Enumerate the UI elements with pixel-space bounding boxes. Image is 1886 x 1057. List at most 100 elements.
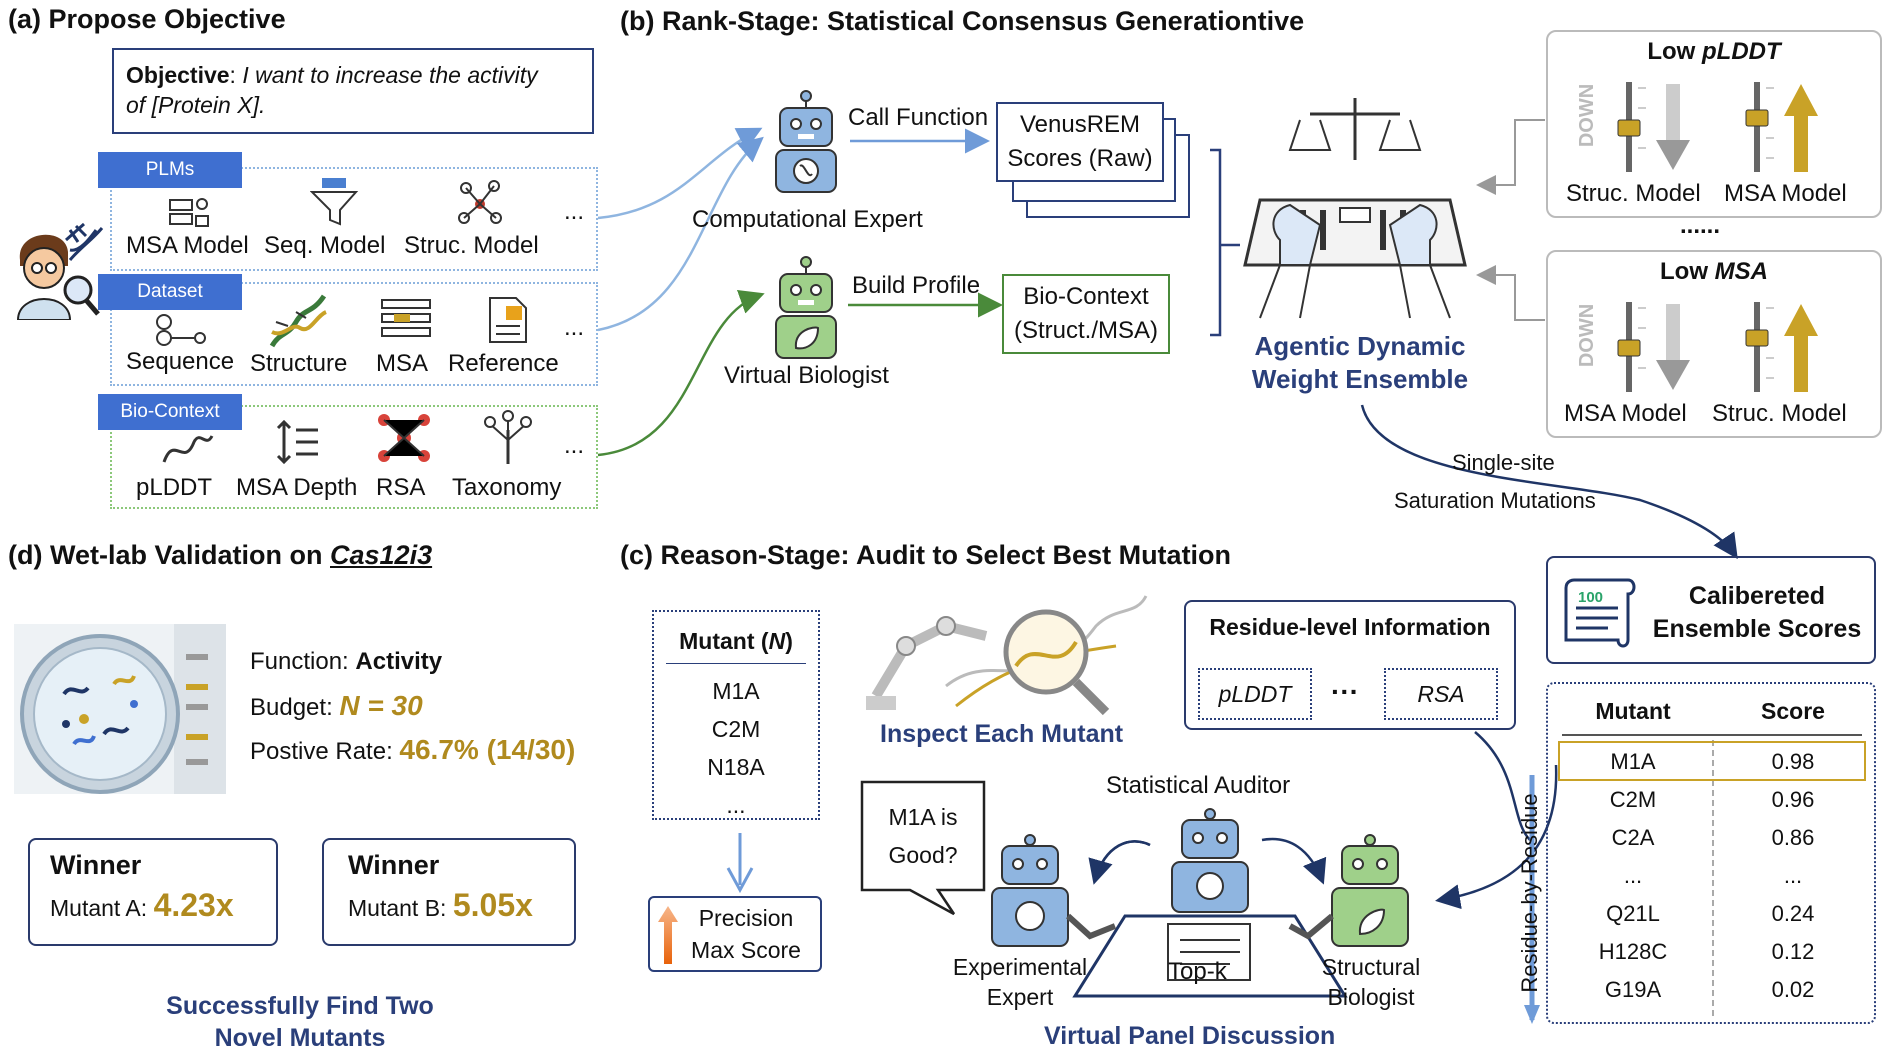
ensemble-line1: Agentic Dynamic xyxy=(1254,331,1466,361)
objective-label: Objective xyxy=(126,62,230,88)
winner-b-value: 5.05x xyxy=(452,887,533,923)
down-label-2-wrap: DOWN xyxy=(1576,292,1606,382)
function-value: Activity xyxy=(355,648,443,675)
bio-item-taxonomy: Taxonomy xyxy=(452,474,562,501)
low-msa-panel: Low MSA xyxy=(1546,250,1882,438)
experimental-expert-line2: Expert xyxy=(986,984,1054,1010)
structure-icon xyxy=(269,294,327,348)
table-row: H128C 0.12 xyxy=(1558,934,1868,970)
row-score: ... xyxy=(1783,863,1803,888)
row-score: 0.02 xyxy=(1771,977,1815,1002)
mutant-header-prefix: Mutant ( xyxy=(679,628,769,654)
funnel-icon xyxy=(310,178,359,226)
row-mutant: G19A xyxy=(1604,977,1662,1002)
table-row: M1A 0.98 xyxy=(1558,744,1868,780)
row-mutant: C2A xyxy=(1611,825,1655,850)
mutant-list-header: Mutant (N) xyxy=(654,628,818,655)
residue-plddt-chip: pLDDT xyxy=(1198,668,1312,720)
dataset-item-sequence: Sequence xyxy=(126,348,235,375)
calibrated-scores-header: 100 Calibereted Ensemble Scores xyxy=(1546,556,1876,664)
panel-discussion-scene xyxy=(991,808,1409,998)
table-row-highlight xyxy=(1558,741,1866,781)
venus-line1: VenusREM xyxy=(1019,111,1141,138)
scroll-icon-text: 100 xyxy=(1578,589,1603,606)
scientist-icon xyxy=(16,222,100,320)
row-mutant: C2M xyxy=(1609,787,1657,812)
rate-label: Postive Rate: xyxy=(250,738,400,765)
budget-label: Budget: xyxy=(250,694,340,721)
row-mutant: Q21L xyxy=(1606,901,1660,926)
residue-by-residue-label: Residue-by-Residue xyxy=(1517,793,1542,993)
plms-item-msa-model: MSA Model xyxy=(126,232,249,259)
dataset-more: ... xyxy=(564,314,585,341)
scores-title-line2: Ensemble Scores xyxy=(1652,615,1862,643)
residue-rsa-chip: RSA xyxy=(1384,668,1498,720)
row-mutant: ... xyxy=(1623,863,1643,888)
mutant-list-item: ... xyxy=(726,792,746,818)
panel-separator-dots: ...... xyxy=(1680,212,1721,239)
sequence-icon xyxy=(156,314,206,346)
reference-icon xyxy=(489,297,527,343)
down-label-2: DOWN xyxy=(1576,303,1599,368)
table-row: Q21L 0.24 xyxy=(1558,896,1868,932)
row-mutant: M1A xyxy=(1610,749,1656,774)
virtual-biologist-robot-icon xyxy=(775,256,837,359)
footer-line1: Successfully Find Two xyxy=(166,992,434,1020)
objective-text: I want to increase the activity xyxy=(242,62,538,88)
low-plddt-panel: Low pLDDT xyxy=(1546,30,1882,218)
bio-item-plddt: pLDDT xyxy=(136,474,213,501)
low-msa-em: MSA xyxy=(1714,258,1768,285)
structural-biologist-label: Structural Biologist xyxy=(1296,952,1446,1012)
footer-line2: Novel Mutants xyxy=(214,1024,386,1052)
venusrem-scores-box: VenusREM Scores (Raw) xyxy=(996,102,1164,182)
row-score: 0.12 xyxy=(1771,939,1815,964)
dataset-group xyxy=(110,282,598,386)
scores-table: Mutant Score M1A 0.98 C2M 0.96 C2A 0.86 … xyxy=(1546,682,1876,1024)
rate-row: Postive Rate: 46.7% (14/30) xyxy=(250,734,575,766)
objective-box: Objective: I want to increase the activi… xyxy=(112,48,594,134)
dataset-item-structure: Structure xyxy=(250,350,348,377)
panel-a-title: (a) Propose Objective xyxy=(8,4,286,34)
residue-info-title: Residue-level Information xyxy=(1209,614,1491,640)
table-row: G19A 0.02 xyxy=(1558,972,1868,1008)
panel-c-title: (c) Reason-Stage: Audit to Select Best M… xyxy=(620,540,1232,570)
slider-down-msa-icon xyxy=(1617,302,1690,392)
experimental-expert-line1: Experimental xyxy=(952,954,1088,980)
saturation-label: Saturation Mutations xyxy=(1394,488,1596,513)
inspect-each-mutant-label: Inspect Each Mutant xyxy=(880,720,1124,748)
budget-value: N = 30 xyxy=(339,690,423,721)
row-score: 0.98 xyxy=(1771,749,1815,774)
winner-a-label: Mutant A: xyxy=(50,895,154,921)
bio-context-group xyxy=(110,405,598,509)
panel-d-title-em: Cas12i3 xyxy=(330,540,433,570)
winner-a-title: Winner xyxy=(50,850,142,880)
mutant-list-item: M1A xyxy=(712,678,760,704)
row-score: 0.96 xyxy=(1771,787,1815,812)
venus-line2: Scores (Raw) xyxy=(1007,145,1153,172)
residue-dots: ··· xyxy=(1331,676,1359,707)
structural-biologist-line1: Structural xyxy=(1321,954,1421,980)
msa-model-icon xyxy=(169,198,209,227)
precision-line1: Precision xyxy=(698,905,794,931)
panel-d-footer: Successfully Find Two Novel Mutants xyxy=(100,990,500,1054)
winner-b-label: Mutant B: xyxy=(348,895,453,921)
low-msa-msa-model: MSA Model xyxy=(1564,400,1687,427)
scores-title-line1: Calibereted xyxy=(1688,582,1826,610)
low-plddt-prefix: Low xyxy=(1647,38,1702,65)
msa-depth-icon xyxy=(276,419,318,465)
panel-b-title: (b) Rank-Stage: Statistical Consensus Ge… xyxy=(620,6,1305,36)
plms-item-seq-model: Seq. Model xyxy=(264,232,386,259)
topk-label: Top-k xyxy=(1168,958,1227,985)
virtual-panel-discussion-label: Virtual Panel Discussion xyxy=(1044,1022,1336,1050)
rsa-icon xyxy=(378,414,430,462)
slider-up-msa-icon xyxy=(1745,82,1818,172)
statistical-auditor-label: Statistical Auditor xyxy=(1106,772,1291,799)
speech-bubble-text: M1A is Good? xyxy=(862,798,984,874)
bio-more: ... xyxy=(564,432,585,459)
plms-group xyxy=(110,167,598,271)
slider-down-struc-icon xyxy=(1617,82,1690,172)
single-site-label: Single-site xyxy=(1452,450,1555,475)
experimental-expert-label: Experimental Expert xyxy=(940,952,1100,1012)
plms-item-struc-model: Struc. Model xyxy=(404,232,539,259)
bio-context-tag: Bio-Context xyxy=(98,394,242,430)
